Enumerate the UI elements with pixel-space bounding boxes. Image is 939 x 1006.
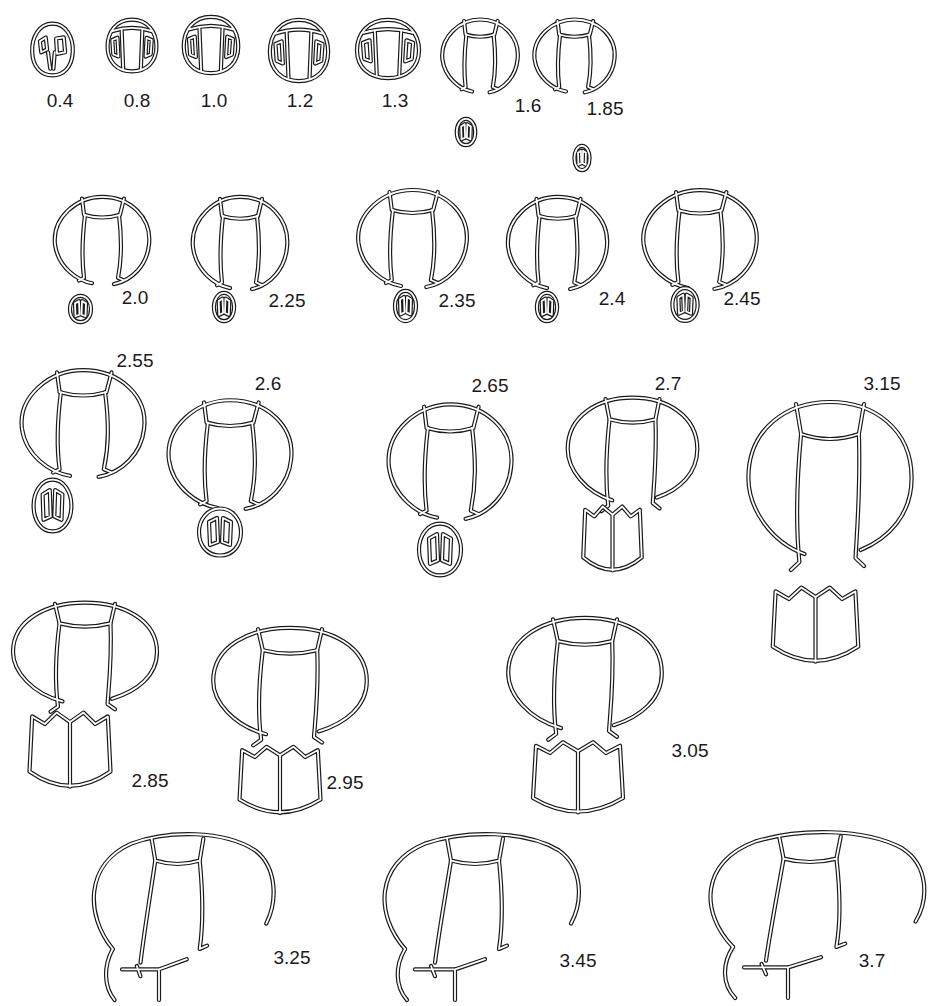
section-depth: 3.05 [672, 741, 709, 760]
section-depth: 3.15 [864, 374, 901, 393]
section-depth: 1.85 [587, 99, 624, 118]
section-depth: 2.45 [724, 289, 761, 308]
section-depth: 2.4 [599, 289, 625, 308]
section-depth: 2.7 [655, 374, 681, 393]
section-depth: 1.6 [515, 96, 541, 115]
section-depth: 2.25 [269, 291, 306, 310]
section-depth: 2.6 [255, 374, 281, 393]
section-depth: 2.0 [122, 288, 148, 307]
section-depth: 3.45 [560, 951, 597, 970]
section-depth: 1.2 [287, 91, 313, 110]
section-depth: 2.95 [327, 773, 364, 792]
section-depth: 0.4 [47, 91, 73, 110]
section-depth: 1.0 [201, 91, 227, 110]
section-depth: 3.25 [274, 948, 311, 967]
section-depth: 1.3 [382, 91, 408, 110]
section-depth: 3.7 [859, 951, 885, 970]
section-depth: 2.85 [132, 771, 169, 790]
section-depth: 0.8 [124, 91, 150, 110]
section-depth: 2.65 [472, 376, 509, 395]
section-depth: 2.35 [439, 291, 476, 310]
section-depth: 2.55 [117, 351, 154, 370]
